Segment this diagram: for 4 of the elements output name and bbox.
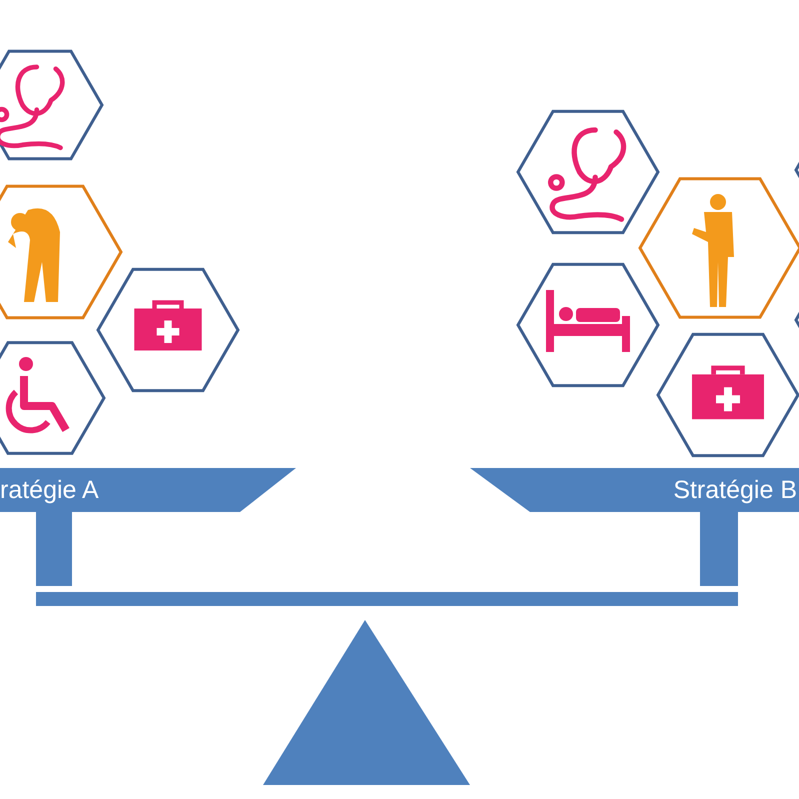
strategy-label: ratégie A: [0, 475, 99, 505]
scale-pan: [0, 468, 296, 512]
scale-pan: [470, 468, 799, 512]
strategy-label: Stratégie B: [673, 475, 797, 505]
